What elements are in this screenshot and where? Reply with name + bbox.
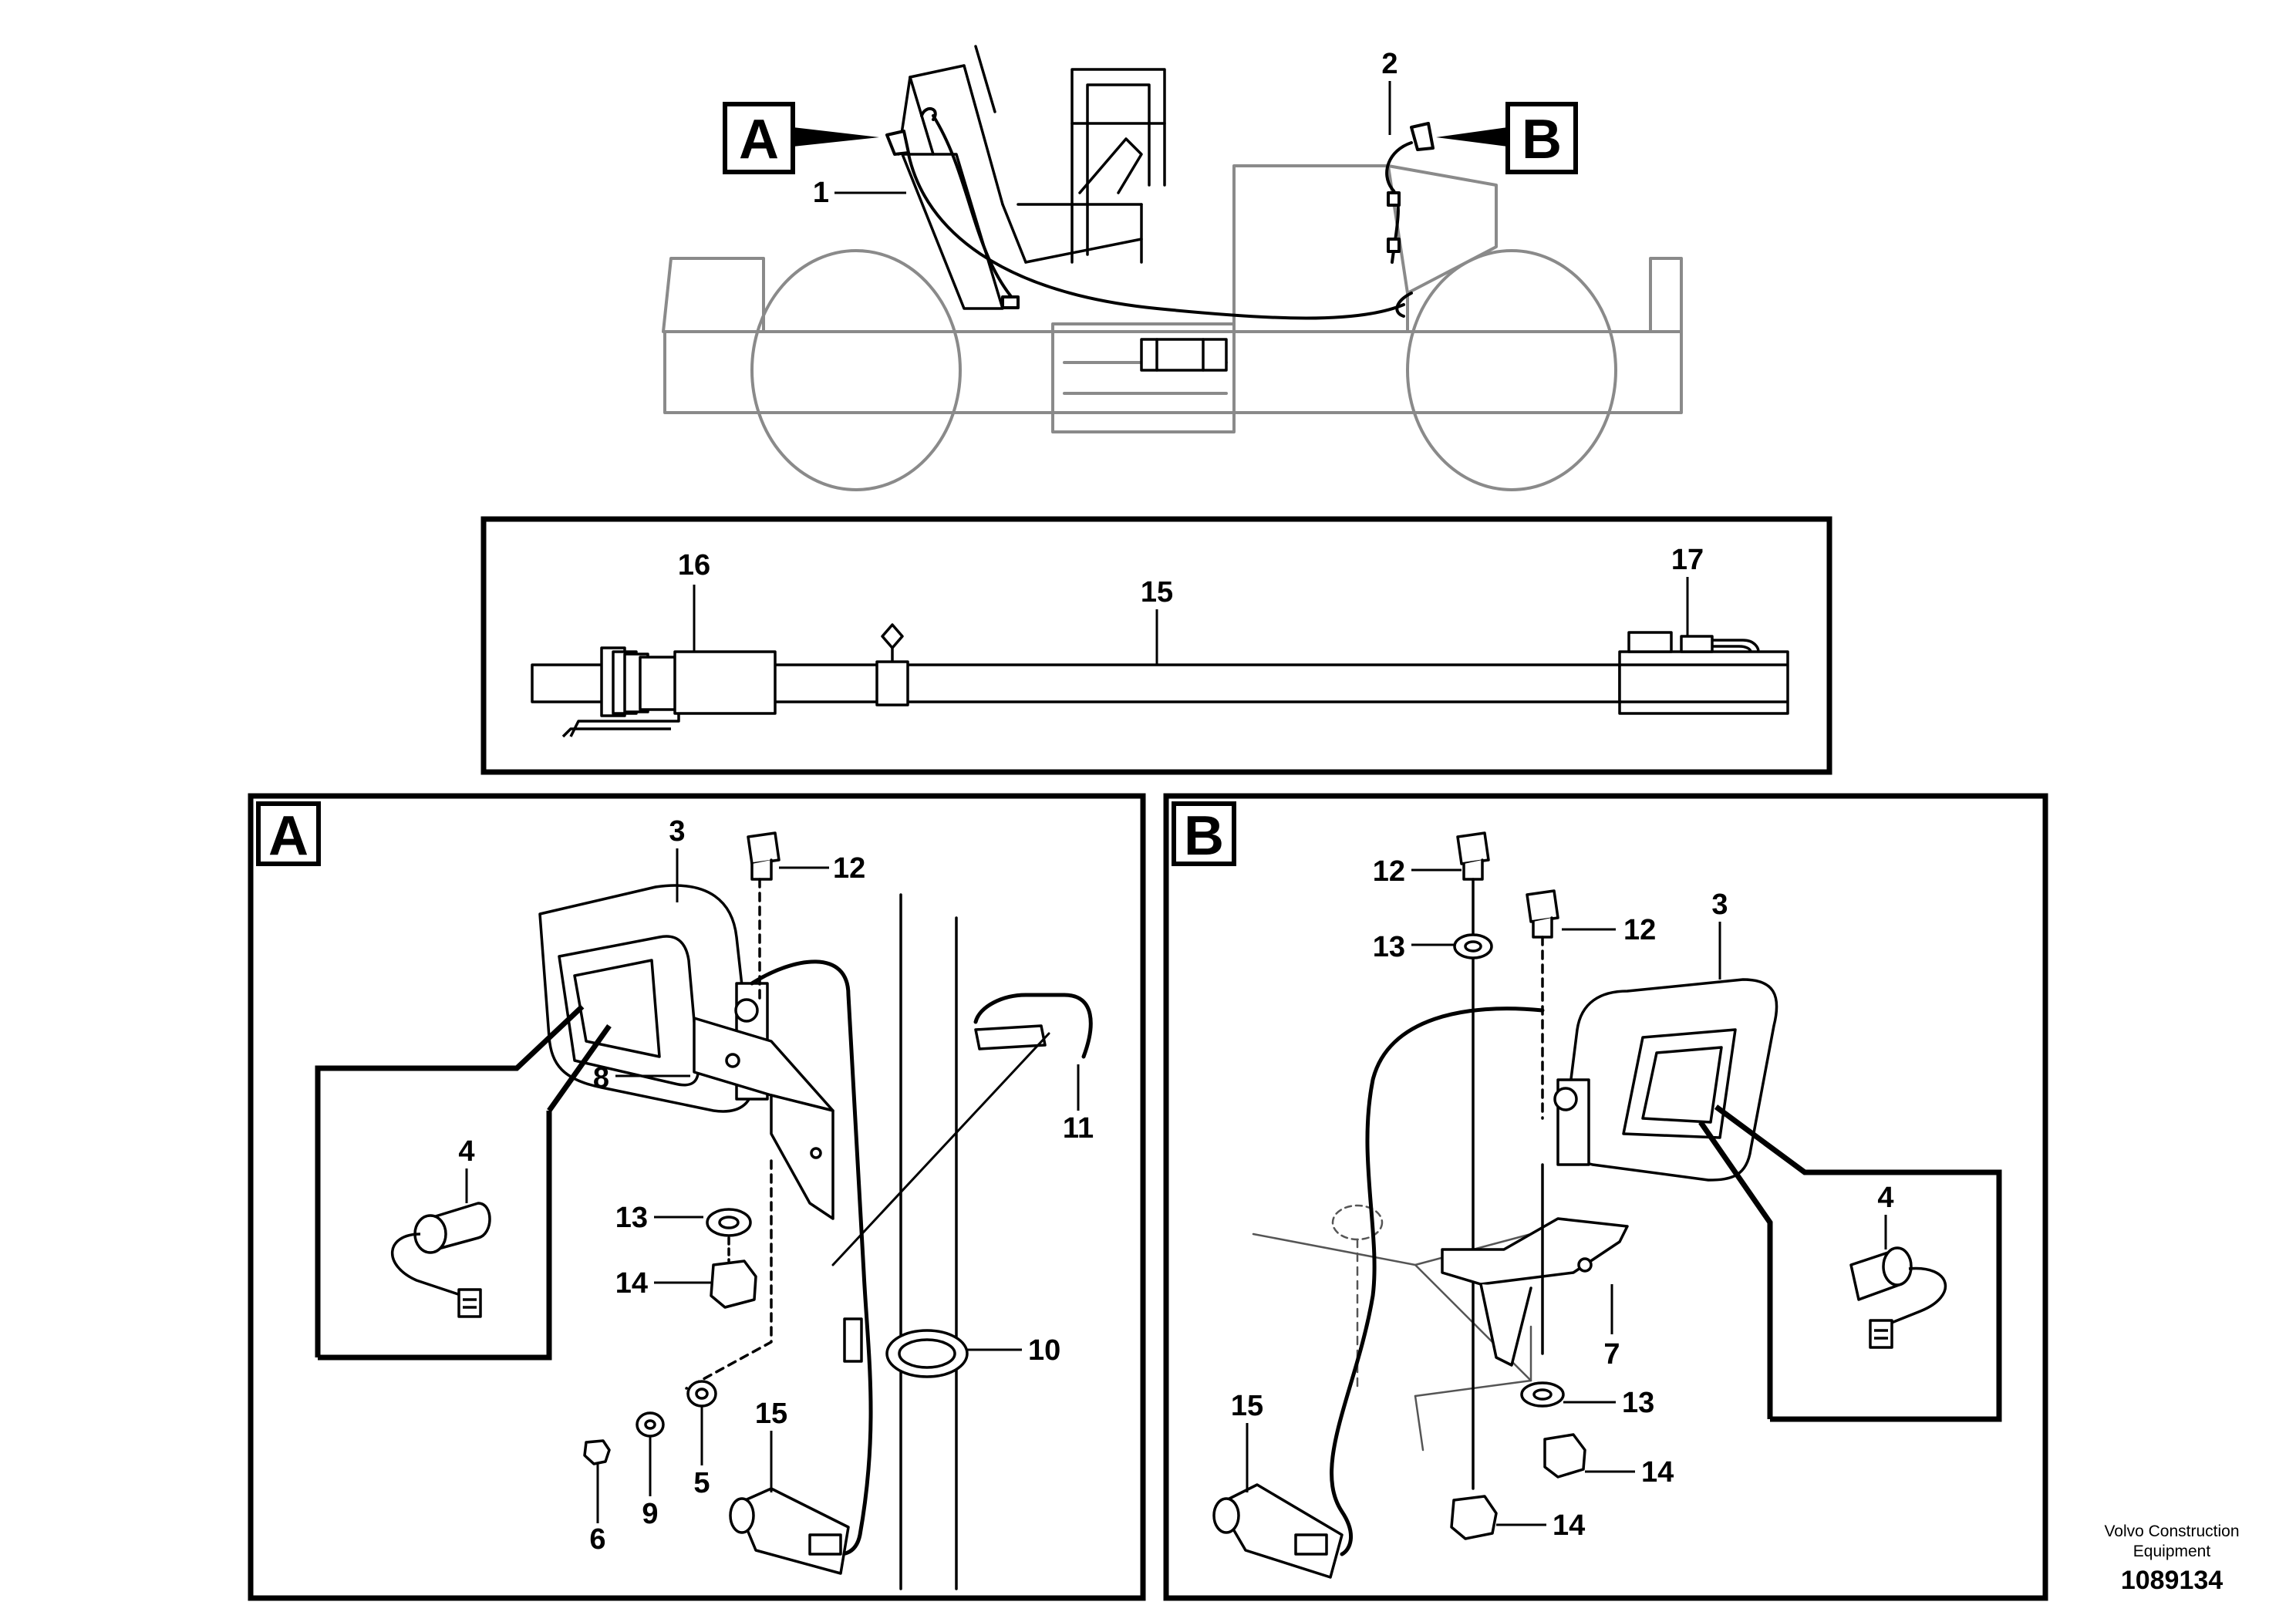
label-b-7: 7 xyxy=(1603,1338,1620,1371)
connector-15-b xyxy=(1217,1483,1344,1579)
callout-b-overview[interactable]: B xyxy=(1436,102,1578,174)
label-a-12: 12 xyxy=(833,852,865,885)
bolt-12 xyxy=(747,831,781,865)
label-a-15: 15 xyxy=(755,1398,787,1430)
label-b-15: 15 xyxy=(1231,1390,1263,1422)
callout-b-letter: B xyxy=(1522,109,1562,170)
label-15: 15 xyxy=(1141,576,1173,609)
connector-16-body xyxy=(639,656,680,711)
nut-14-b-lower xyxy=(1450,1495,1498,1540)
label-a-8: 8 xyxy=(593,1062,609,1094)
label-b-13-top: 13 xyxy=(1373,931,1405,963)
harness-strip-frame xyxy=(480,516,1832,775)
label-a-10: 10 xyxy=(1028,1334,1060,1367)
callout-b-arrow xyxy=(1436,127,1508,147)
footer: Volvo Construction Equipment 1089134 xyxy=(2104,1523,2239,1595)
label-a-11: 11 xyxy=(1063,1112,1094,1145)
label-a-9: 9 xyxy=(642,1498,658,1530)
bolt-12-b xyxy=(1456,831,1490,865)
detail-a-title-box xyxy=(256,801,321,866)
label-b-13-bottom: 13 xyxy=(1622,1387,1654,1419)
label-b-3: 3 xyxy=(1711,889,1728,921)
label-a-14: 14 xyxy=(615,1267,648,1300)
hook-11 xyxy=(973,993,1093,1059)
harness-cable xyxy=(677,663,1621,703)
label-b-14-lower: 14 xyxy=(1553,1509,1585,1542)
detail-b-panel: B xyxy=(1163,793,2048,1601)
bulb-inset-a: 4 xyxy=(315,1004,612,1361)
connector-17-latch xyxy=(1627,631,1673,653)
label-17: 17 xyxy=(1671,544,1704,576)
detail-b-title: B xyxy=(1184,805,1224,867)
label-lamp-2: 2 xyxy=(1381,48,1397,80)
nut-14-b-right xyxy=(1543,1433,1586,1479)
label-harness-1: 1 xyxy=(813,177,829,209)
nut-6 xyxy=(583,1439,611,1465)
machine-overview xyxy=(662,45,1683,491)
detail-a-panel: A xyxy=(248,793,1146,1601)
harness-strip-panel: 16 15 17 xyxy=(480,516,1832,775)
detail-a-frame xyxy=(248,793,1146,1601)
bracket-7 xyxy=(1441,1217,1629,1286)
label-b-14-right: 14 xyxy=(1641,1456,1674,1489)
overview-labels: 1 2 xyxy=(813,48,1398,209)
label-a-13: 13 xyxy=(615,1202,648,1234)
connector-16-housing xyxy=(673,650,777,715)
harness-tag-diamond xyxy=(881,623,904,649)
label-16: 16 xyxy=(678,549,710,582)
label-a-3: 3 xyxy=(669,815,685,848)
detail-a-title: A xyxy=(268,805,308,867)
detail-b-title-box xyxy=(1172,801,1236,866)
label-a-4: 4 xyxy=(458,1135,474,1168)
label-b-12-top: 12 xyxy=(1373,855,1405,888)
harness-tag xyxy=(875,660,909,706)
connector-17-housing xyxy=(1618,650,1789,715)
nut-14 xyxy=(710,1259,757,1309)
drawing-number: 1089134 xyxy=(2121,1566,2223,1595)
bulb-inset-b: 4 xyxy=(1698,1104,2002,1422)
label-b-4: 4 xyxy=(1877,1182,1893,1214)
bolt-12-b2 xyxy=(1526,889,1559,923)
company-line-2: Equipment xyxy=(2133,1543,2211,1560)
callout-a-letter: A xyxy=(739,109,779,170)
callout-b-box xyxy=(1505,102,1578,174)
label-b-12-second: 12 xyxy=(1623,914,1656,946)
label-a-6: 6 xyxy=(589,1523,605,1556)
callout-a-arrow xyxy=(793,127,879,147)
connector-16-tail xyxy=(531,663,607,703)
label-a-5: 5 xyxy=(693,1467,710,1499)
connector-15 xyxy=(735,1487,850,1575)
callout-a-overview[interactable]: A xyxy=(723,102,879,174)
company-line-1: Volvo Construction xyxy=(2104,1523,2239,1540)
detail-b-frame xyxy=(1163,793,2048,1601)
